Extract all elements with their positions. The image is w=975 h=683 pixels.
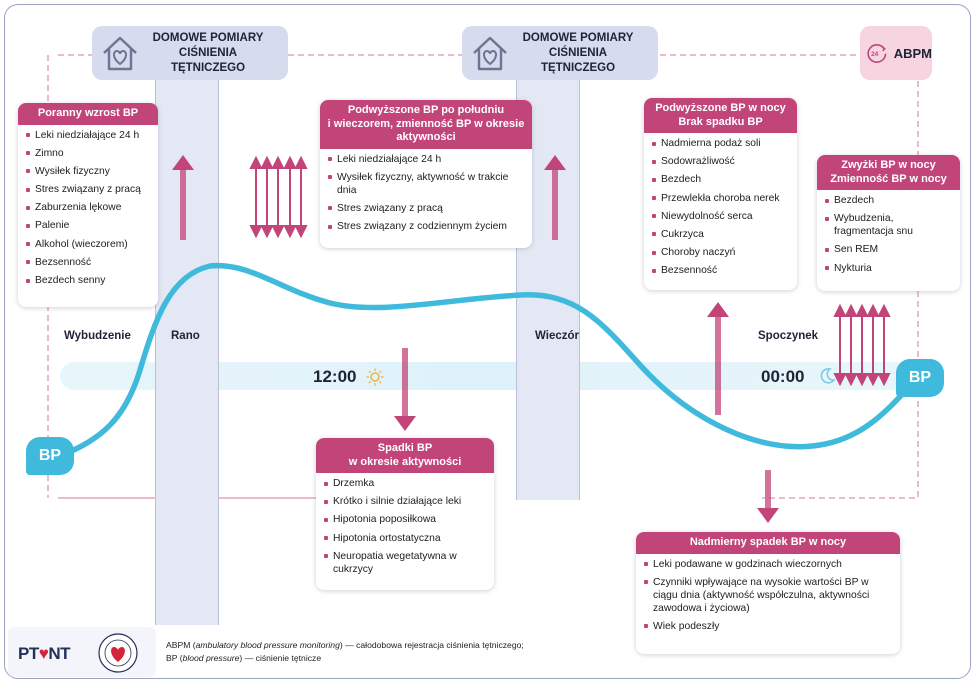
list-item: Leki niedziałające 24 h xyxy=(26,129,150,142)
list-item: Stres związany z codziennym życiem xyxy=(328,220,524,233)
list-item: Cukrzyca xyxy=(652,228,789,241)
footer-text: ABPM ( xyxy=(166,640,196,650)
home-measurement-box-2: DOMOWE POMIARY CIŚNIENIA TĘTNICZEGO xyxy=(462,26,658,80)
list-item: Leki podawane w godzinach wieczornych xyxy=(644,558,892,571)
ptnt-logo: PT♥NT xyxy=(18,644,70,664)
list-item: Przewlekła choroba nerek xyxy=(652,192,789,205)
list-item: Krótko i silnie działające leki xyxy=(324,495,486,508)
card-title: Zwyżki BP w nocy Zmienność BP w nocy xyxy=(817,155,960,190)
list-item: Zimno xyxy=(26,147,150,160)
list-item: Czynniki wpływające na wysokie wartości … xyxy=(644,576,892,615)
house-heart-icon xyxy=(103,36,137,71)
card-night-spikes: Zwyżki BP w nocy Zmienność BP w nocy Bez… xyxy=(817,155,960,291)
list-item: Bezsenność xyxy=(26,256,150,269)
logo-pt-text: PT xyxy=(18,644,39,663)
heart-icon: ♥ xyxy=(38,644,49,663)
list-item: Wybudzenia, fragmentacja snu xyxy=(825,212,952,238)
timeline-bar xyxy=(60,362,910,390)
card-title: Podwyższone BP w nocy Brak spadku BP xyxy=(644,98,797,133)
footer-line-bp: BP (blood pressure) — ciśnienie tętnicze xyxy=(166,652,524,665)
list-item: Stres związany z pracą xyxy=(26,183,150,196)
footer-text: BP ( xyxy=(166,653,183,663)
svg-text:24: 24 xyxy=(871,51,879,58)
list-item: Bezdech xyxy=(825,194,952,207)
abpm-box: 24 ABPM xyxy=(860,26,932,80)
list-item: Sen REM xyxy=(825,243,952,256)
footer-text-italic: blood pressure xyxy=(182,653,240,663)
home-measurement-title-2: DOMOWE POMIARY CIŚNIENIA TĘTNICZEGO xyxy=(522,31,634,74)
card-night-high: Podwyższone BP w nocy Brak spadku BP Nad… xyxy=(644,98,797,290)
list-item: Nykturia xyxy=(825,262,952,275)
list-item: Drzemka xyxy=(324,477,486,490)
card-morning-rise: Poranny wzrost BP Leki niedziałające 24 … xyxy=(18,103,158,307)
day-variability-arrows xyxy=(249,155,308,239)
card-title: Spadki BP w okresie aktywności xyxy=(316,438,494,473)
list-item: Leki niedziałające 24 h xyxy=(328,153,524,166)
list-item: Nadmierna podaż soli xyxy=(652,137,789,150)
card-night-drop: Nadmierny spadek BP w nocy Leki podawane… xyxy=(636,532,900,654)
footer-text: ) — całodobowa rejestracja ciśnienia tęt… xyxy=(339,640,524,650)
list-item: Choroby naczyń xyxy=(652,246,789,259)
moon-icon xyxy=(820,368,836,384)
list-item: Hipotonia poposiłkowa xyxy=(324,513,486,526)
list-item: Bezsenność xyxy=(652,264,789,277)
home-measurement-title-1: DOMOWE POMIARY CIŚNIENIA TĘTNICZEGO xyxy=(152,31,264,74)
home-measurement-box-1: DOMOWE POMIARY CIŚNIENIA TĘTNICZEGO xyxy=(92,26,288,80)
abpm-title: ABPM xyxy=(893,45,932,61)
house-heart-icon xyxy=(473,36,507,71)
list-item: Palenie xyxy=(26,219,150,232)
list-item: Neuropatia wegetatywna w cukrzycy xyxy=(324,550,486,576)
list-item: Hipotonia ortostatyczna xyxy=(324,532,486,545)
list-item: Sodowrażliwość xyxy=(652,155,789,168)
time-midnight: 00:00 xyxy=(761,367,805,386)
time-noon: 12:00 xyxy=(313,367,357,386)
card-title: Nadmierny spadek BP w nocy xyxy=(636,532,900,554)
bp-label-left: BP xyxy=(26,437,74,475)
label-morning: Rano xyxy=(171,330,200,342)
evening-band xyxy=(516,70,580,500)
sun-icon xyxy=(366,368,384,386)
footer-line-abpm: ABPM (ambulatory blood pressure monitori… xyxy=(166,639,524,652)
night-variability-arrows xyxy=(833,303,891,387)
card-list: Leki niedziałające 24 h Wysiłek fizyczny,… xyxy=(320,149,532,243)
list-item: Bezdech xyxy=(652,173,789,186)
label-wake: Wybudzenie xyxy=(64,330,131,342)
list-item: Wysiłek fizyczny, aktywność w trakcie dn… xyxy=(328,171,524,197)
cardiology-society-seal-logo xyxy=(98,633,138,673)
footer-abbreviations: ABPM (ambulatory blood pressure monitori… xyxy=(166,639,524,665)
list-item: Wysiłek fizyczny xyxy=(26,165,150,178)
list-item: Bezdech senny xyxy=(26,274,150,287)
card-afternoon-high: Podwyższone BP po południu i wieczorem, … xyxy=(320,100,532,248)
list-item: Alkohol (wieczorem) xyxy=(26,238,150,251)
list-item: Zaburzenia lękowe xyxy=(26,201,150,214)
footer-text: ) — ciśnienie tętnicze xyxy=(239,653,322,663)
card-title: Podwyższone BP po południu i wieczorem, … xyxy=(320,100,532,149)
list-item: Niewydolność serca xyxy=(652,210,789,223)
label-rest: Spoczynek xyxy=(758,330,819,342)
list-item: Stres związany z pracą xyxy=(328,202,524,215)
list-item: Wiek podeszły xyxy=(644,620,892,633)
logo-nt-text: NT xyxy=(48,644,70,663)
label-evening: Wieczór xyxy=(535,330,579,342)
clock-24h-icon: 24 xyxy=(867,44,887,63)
bp-label-right: BP xyxy=(896,359,944,397)
card-title: Poranny wzrost BP xyxy=(18,103,158,125)
footer-text-italic: ambulatory blood pressure monitoring xyxy=(195,640,340,650)
bp-curve xyxy=(57,262,921,459)
